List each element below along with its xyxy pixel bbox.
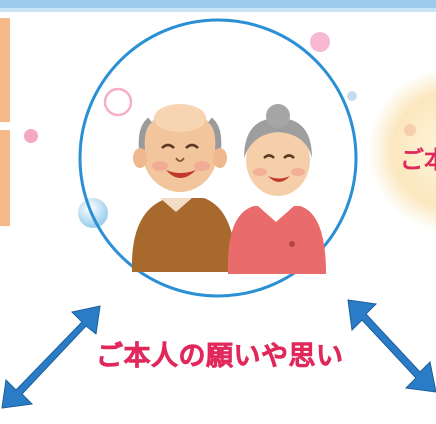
right-glow-circle: [368, 69, 436, 231]
double-headed-arrow-icon: [1, 305, 101, 409]
main-circle: [78, 18, 358, 298]
left-panel: [0, 18, 10, 226]
elderly-couple-illustration: [131, 104, 326, 274]
pink-ring: [103, 87, 133, 117]
side-label: ご本: [400, 146, 436, 174]
caption-title: ご本人の願いや思い: [96, 341, 344, 373]
pink-dot: [24, 129, 38, 143]
double-headed-arrow-icon: [347, 299, 436, 393]
small-bubble: [347, 91, 357, 101]
pink-bubble: [310, 32, 330, 52]
